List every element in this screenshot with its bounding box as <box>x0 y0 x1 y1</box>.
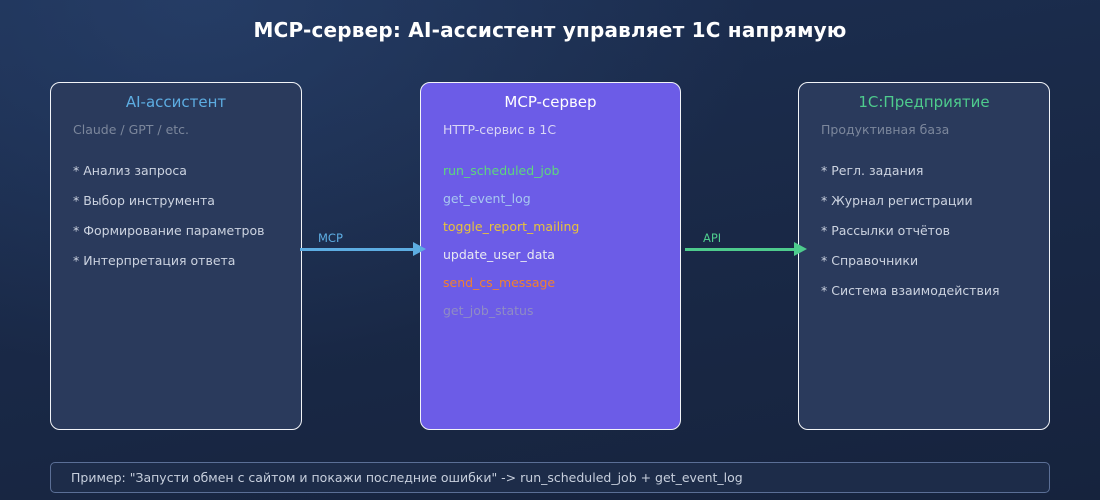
onec-list: * Регл. задания * Журнал регистрации * Р… <box>821 164 1039 314</box>
arrow-label-mcp: MCP <box>318 231 343 245</box>
arrow-mcp-to-1c: API <box>685 231 807 262</box>
panel-ai-assistant: AI-ассистент Claude / GPT / etc. * Анали… <box>50 82 302 430</box>
arrow-assistant-to-mcp: MCP <box>300 231 426 262</box>
arrow-stem <box>685 248 798 251</box>
arrow-stem <box>300 248 417 251</box>
tool-item: update_user_data <box>443 247 555 262</box>
mcp-tool-list: run_scheduled_job get_event_log toggle_r… <box>443 164 670 332</box>
list-item: * Система взаимодействия <box>821 283 1000 298</box>
tool-item: get_job_status <box>443 303 534 318</box>
panel-ai-assistant-title: AI-ассистент <box>125 93 227 111</box>
list-item: * Формирование параметров <box>73 223 265 238</box>
panel-1c-enterprise: 1С:Предприятие Продуктивная база * Регл.… <box>798 82 1050 430</box>
example-text: Пример: "Запусти обмен с сайтом и покажи… <box>71 470 743 485</box>
tool-item: toggle_report_mailing <box>443 219 580 234</box>
list-item: * Интерпретация ответа <box>73 253 236 268</box>
arrow-head-icon <box>794 241 807 256</box>
panel-1c-enterprise-title: 1С:Предприятие <box>858 93 990 111</box>
panel-mcp-server-subtitle: HTTP-сервис в 1С <box>443 122 557 137</box>
panel-mcp-server: MCP-сервер HTTP-сервис в 1С run_schedule… <box>420 82 681 430</box>
list-item: * Выбор инструмента <box>73 193 215 208</box>
page-title: MCP-сервер: AI-ассистент управляет 1С на… <box>253 18 847 42</box>
list-item: * Справочники <box>821 253 919 268</box>
list-item: * Рассылки отчётов <box>821 223 950 238</box>
arrow-label-api: API <box>703 231 722 245</box>
list-item: * Регл. задания <box>821 163 924 178</box>
list-item: * Журнал регистрации <box>821 193 973 208</box>
panel-1c-enterprise-subtitle: Продуктивная база <box>821 122 950 137</box>
arrow-head-icon <box>413 241 426 256</box>
list-item: * Анализ запроса <box>73 163 187 178</box>
example-bar: Пример: "Запусти обмен с сайтом и покажи… <box>50 462 1050 493</box>
ai-assistant-list: * Анализ запроса * Выбор инструмента * Ф… <box>73 164 291 284</box>
panel-mcp-server-title: MCP-сервер <box>504 93 597 111</box>
tool-item: run_scheduled_job <box>443 163 560 178</box>
tool-item: send_cs_message <box>443 275 556 290</box>
panel-ai-assistant-subtitle: Claude / GPT / etc. <box>73 122 190 137</box>
tool-item: get_event_log <box>443 191 531 206</box>
